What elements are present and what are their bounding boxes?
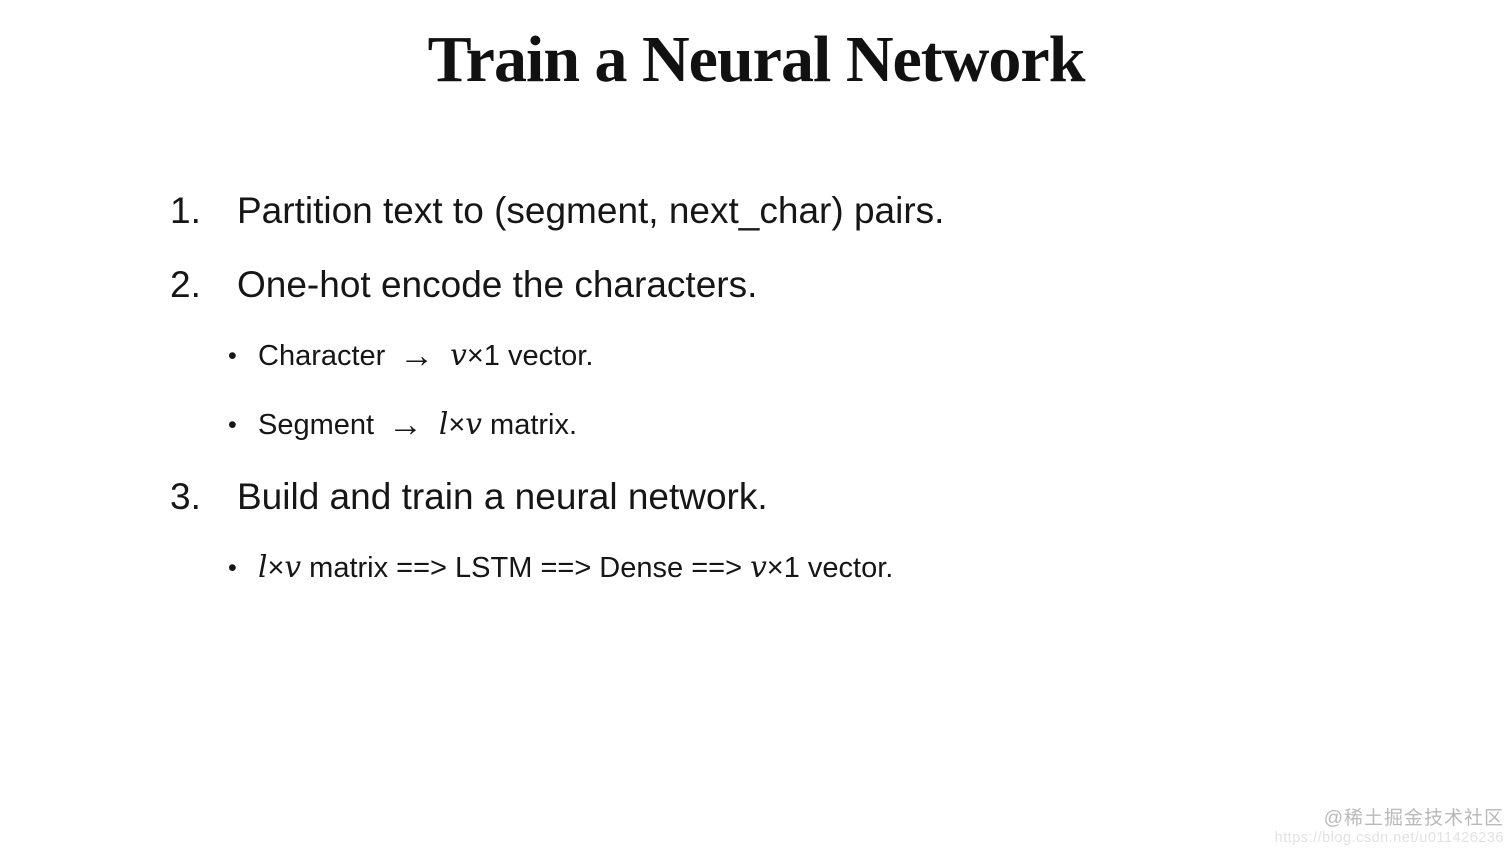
bullet-icon: •: [228, 342, 237, 370]
times-sign: ×: [267, 552, 285, 584]
sub-pipeline-mid: matrix ==> LSTM ==> Dense ==>: [301, 552, 751, 584]
sub-pipeline-rest: ×1 vector.: [766, 552, 894, 584]
list-item-1-text: Partition text to (segment, next_char) p…: [237, 190, 945, 231]
sub-segment-label: Segment: [258, 409, 375, 441]
slide-title: Train a Neural Network: [427, 23, 1086, 96]
watermark-url: https://blog.csdn.net/u011426236: [1274, 830, 1504, 847]
bullet-icon: •: [228, 554, 237, 582]
watermark-handle: @稀土掘金技术社区: [1323, 808, 1504, 830]
list-item-3-text: Build and train a neural network.: [237, 476, 768, 517]
list-number-3: 3.: [170, 476, 201, 517]
math-var-v: v: [284, 550, 302, 584]
times-sign: ×: [448, 409, 466, 441]
math-var-v: v: [465, 407, 482, 441]
bullet-icon: •: [228, 411, 237, 439]
list-item-3: 3. Build and train a neural network.: [170, 474, 1370, 520]
sub-bullet-segment: • Segment → l×v matrix.: [170, 405, 1370, 444]
list-item-1: 1. Partition text to (segment, next_char)…: [170, 188, 1370, 234]
sub-character-label: Character: [258, 340, 386, 372]
math-var-l: l: [258, 550, 268, 584]
math-var-v: v: [750, 550, 767, 584]
list-item-2-text: One-hot encode the characters.: [237, 264, 758, 305]
right-arrow-icon: →: [388, 405, 423, 444]
slide-body: 1. Partition text to (segment, next_char)…: [170, 188, 1370, 617]
list-item-2: 2. One-hot encode the characters.: [170, 262, 1370, 308]
math-var-v: v: [450, 338, 467, 372]
sub-bullet-character: • Character → v×1 vector.: [170, 336, 1370, 375]
sub-character-rest: ×1 vector.: [466, 340, 594, 372]
sub-bullet-pipeline: •l×v matrix ==> LSTM ==> Dense ==> v×1 v…: [170, 548, 1370, 587]
list-number-1: 1.: [170, 190, 201, 231]
right-arrow-icon: →: [399, 336, 435, 375]
sub-segment-rest: matrix.: [482, 409, 578, 441]
watermark: @稀土掘金技术社区 https://blog.csdn.net/u0114262…: [1275, 808, 1504, 847]
math-var-l: l: [438, 407, 449, 441]
list-number-2: 2.: [170, 264, 201, 305]
